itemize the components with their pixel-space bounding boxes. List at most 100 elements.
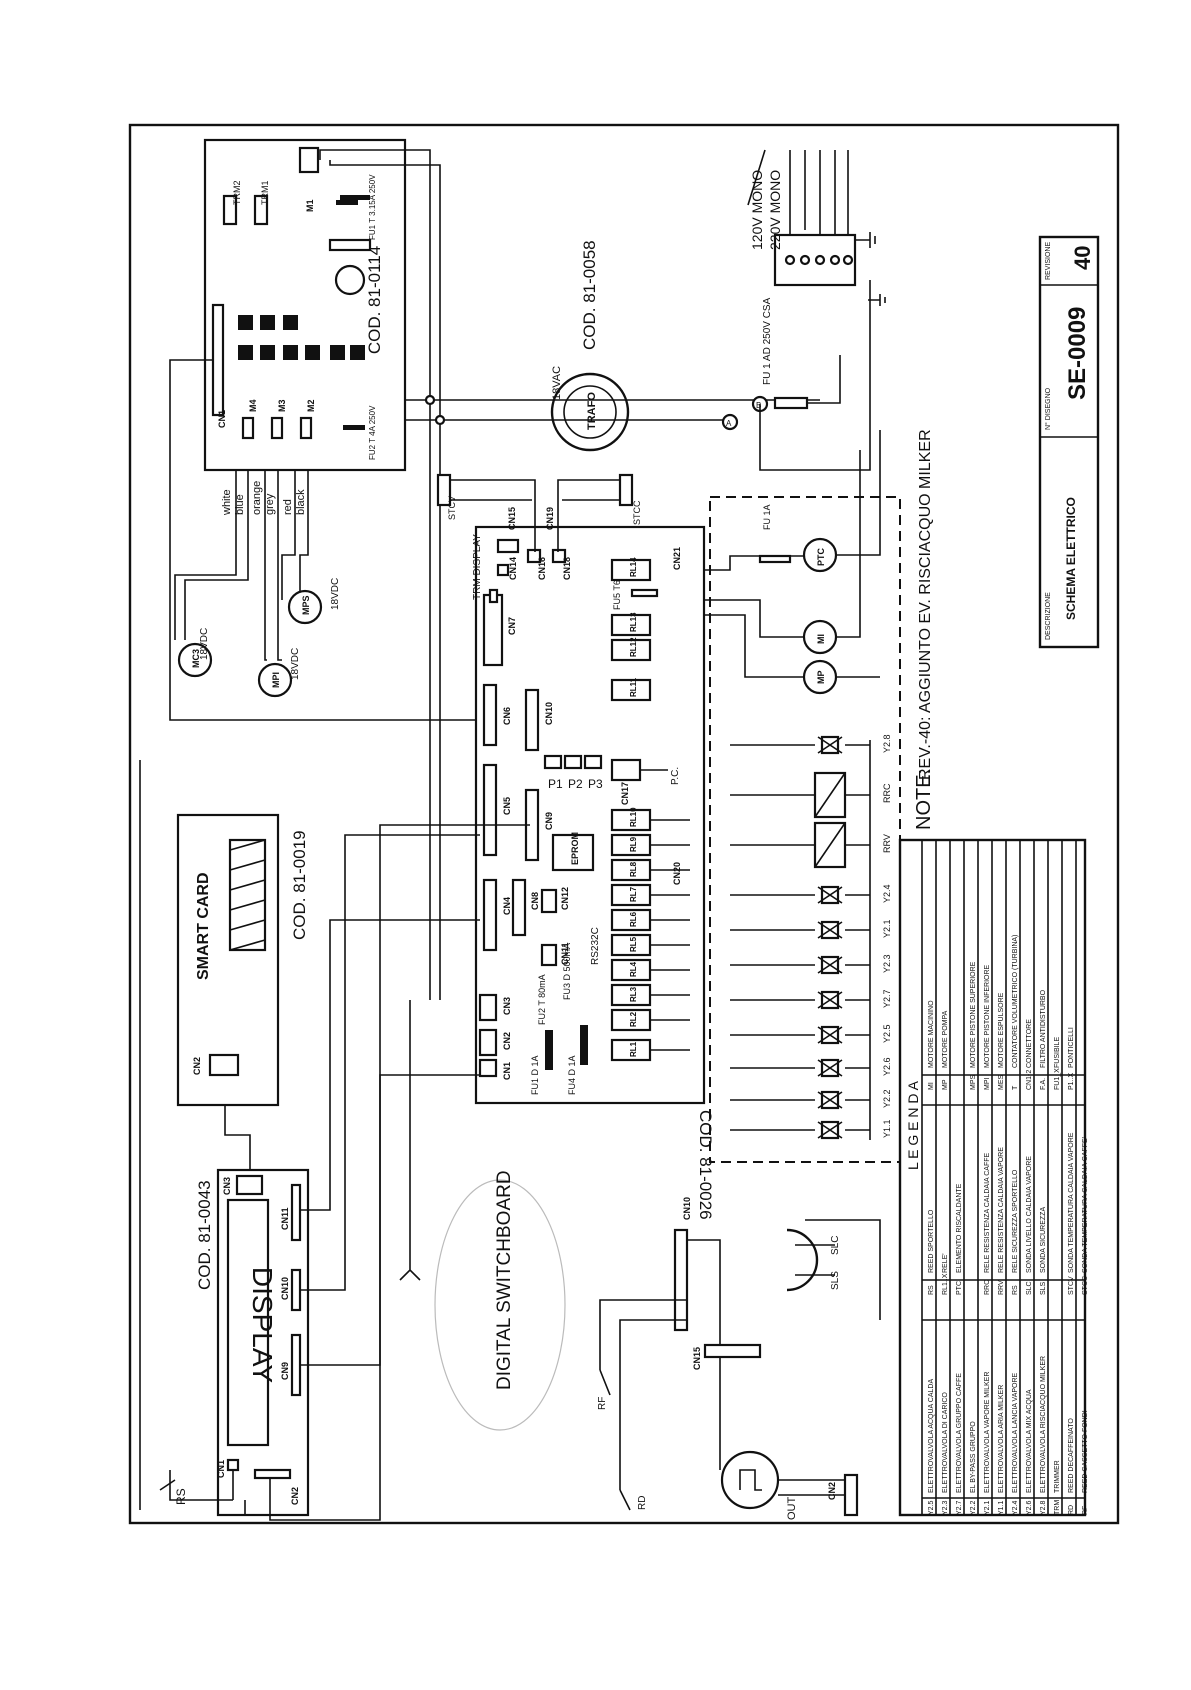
legend-code: PTC bbox=[956, 1281, 963, 1295]
legend-description: RELE' bbox=[942, 1253, 949, 1273]
legend-code: Y1.1 bbox=[998, 1500, 1005, 1515]
wire-blue-label: blue bbox=[234, 494, 246, 515]
legend-code: MI bbox=[928, 1082, 935, 1090]
legend-description: RELE RESISTENZA CALDAIA VAPORE bbox=[998, 1147, 1005, 1273]
motor-mpi-label: MPI bbox=[271, 672, 281, 688]
cpu-cn18-label: CN18 bbox=[562, 557, 572, 580]
relay-label: RL2 bbox=[629, 1011, 638, 1027]
display-cn1: CN1 bbox=[216, 1460, 226, 1478]
legend-description: MOTORE ESPULSORE bbox=[998, 992, 1005, 1068]
fuse-fu5: FU5 T63A bbox=[612, 569, 622, 610]
cpu-cn21-label: CN21 bbox=[672, 547, 682, 570]
rd-label: RD bbox=[637, 1496, 648, 1510]
sheet-frame bbox=[128, 123, 1120, 1525]
cpu-cn2-label: CN2 bbox=[502, 1032, 512, 1050]
cpu-cn6-label: CN6 bbox=[502, 707, 512, 725]
fuse-fu3: FU3 D 500mA bbox=[562, 943, 572, 1000]
legend-description: RELE RESISTENZA CALDAIA CAFFE bbox=[984, 1152, 991, 1273]
stcc-label: STCC bbox=[632, 500, 642, 525]
legend-description: ELETTROVALVOLA DI CARICO bbox=[942, 1392, 949, 1493]
valve-label: Y2.5 bbox=[882, 1024, 892, 1043]
cpu-board: COD. 81-0026 CN1 CN2 CN3 CN4 CN5 CN6 CN7… bbox=[472, 507, 715, 1220]
legend-code: STCV bbox=[1068, 1276, 1075, 1295]
relay-stack: RL1RL2RL3RL4RL5RL6RL7RL8RL9RL10RL11RL12R… bbox=[610, 557, 690, 1062]
legend-code: MES bbox=[998, 1075, 1005, 1091]
power-m3-label: M3 bbox=[277, 399, 287, 412]
digital-switchboard bbox=[434, 1179, 566, 1431]
trm1-label: TRM1 bbox=[260, 181, 270, 206]
smart-card-label: SMART CARD bbox=[195, 872, 212, 980]
valve-label: Y2.4 bbox=[882, 884, 892, 903]
pc-label: P.C. bbox=[670, 767, 681, 785]
sls-label: SLS bbox=[830, 1271, 841, 1290]
legend-description: EL BY-PASS GRUPPO bbox=[970, 1421, 977, 1493]
legend-description: SONDA TEMPERATURA CALDAIA VAPORE bbox=[1068, 1132, 1075, 1273]
relay-label: RL6 bbox=[629, 911, 638, 927]
legend-code: Y2.5 bbox=[928, 1500, 935, 1515]
cpu-cn10-label: CN10 bbox=[544, 702, 554, 725]
legend-description: REED CASSETTO FONDI bbox=[1082, 1410, 1089, 1493]
relay-label: RL13 bbox=[629, 612, 638, 632]
note-label: NOTE: bbox=[913, 769, 935, 830]
stcv-label: STCV bbox=[447, 496, 457, 520]
legend-code: SLS bbox=[1040, 1281, 1047, 1295]
relay-label: RL14 bbox=[629, 557, 638, 577]
legend-title: L E G E N D A bbox=[905, 1080, 921, 1170]
display-cn3: CN3 bbox=[222, 1177, 232, 1195]
cpu-cn17-label: CN17 bbox=[620, 782, 630, 805]
power-fu1-label: FU1 T 3.15A 250V bbox=[368, 174, 377, 240]
legend-description: TRIMMER bbox=[1054, 1460, 1061, 1493]
smart-card-board: SMART CARD COD. 81-0019 CN2 bbox=[176, 813, 309, 1107]
cpu-cn1-label: CN1 bbox=[502, 1062, 512, 1080]
description-label: DESCRIZIONE bbox=[1045, 592, 1052, 640]
heating-area-dashed bbox=[709, 496, 901, 1163]
revision-note: REV.-40: AGGIUNTO EV. RISCIACQUO MILKER bbox=[917, 429, 934, 780]
relay-label: RL9 bbox=[629, 836, 638, 852]
cpu-cn11-label: CN11 bbox=[560, 942, 570, 965]
legend-description: PONTICELLI bbox=[1068, 1027, 1075, 1068]
transformer-label: TRAFO bbox=[586, 392, 598, 430]
legend-description: ELETTROVALVOLA MIX ACQUA bbox=[1026, 1389, 1033, 1493]
trm-display-label: TRM DISPLAY bbox=[472, 534, 483, 600]
relay-label: RL12 bbox=[629, 637, 638, 657]
legend-code: MP bbox=[942, 1079, 949, 1090]
power-board: COD. 81-0114 CN1 M4 M3 M2 M1 FU1 T 3.15A… bbox=[203, 138, 407, 472]
power-m1-label: M1 bbox=[305, 199, 315, 212]
fuse-fu2: FU2 T 80mA bbox=[537, 974, 547, 1025]
cpu-cn8-label: CN8 bbox=[530, 892, 540, 910]
relay-rl13 bbox=[610, 613, 652, 637]
valve-label: Y2.7 bbox=[882, 989, 892, 1008]
legend-code: RL1..X bbox=[942, 1273, 949, 1295]
display-board-code: COD. 81-0043 bbox=[195, 1180, 214, 1290]
legend-code: Y2.6 bbox=[1026, 1500, 1033, 1515]
relay-label: RL4 bbox=[629, 961, 638, 977]
trm2-label: TRM2 bbox=[232, 181, 242, 206]
legend-code: SLC bbox=[1026, 1281, 1033, 1295]
motor-mc3-voltage: 18VDC bbox=[199, 628, 210, 660]
motor-mps-voltage: 18VDC bbox=[330, 578, 341, 610]
legend-description: MOTORE PISTONE INFERIORE bbox=[984, 964, 991, 1068]
fuse-ptc: FU 1A bbox=[762, 504, 772, 530]
svg-text:A: A bbox=[726, 419, 732, 428]
legend-description: RELE SICUREZZA SPORTELLO bbox=[1012, 1169, 1019, 1273]
legend-description: ELETTROVALVOLA RISCIACQUO MILKER bbox=[1040, 1356, 1047, 1493]
cpu-cn19-label: CN19 bbox=[545, 507, 555, 530]
relay-label: RL7 bbox=[629, 886, 638, 902]
flow-meter bbox=[720, 1450, 780, 1510]
transformer-voltage: 18VAC bbox=[551, 366, 563, 400]
mains-120-label: 120V MONO bbox=[749, 170, 765, 250]
legend-description: MOTORE MACININO bbox=[928, 1000, 935, 1068]
relay-rl14 bbox=[610, 558, 652, 582]
legend-code: RRC bbox=[984, 1280, 991, 1295]
valve-label: Y2.8 bbox=[882, 734, 892, 753]
transformer-code: COD. 81-0058 bbox=[580, 240, 599, 350]
display-cn11: CN11 bbox=[280, 1207, 290, 1230]
digital-switchboard-label: DIGITAL SWITCHBOARD bbox=[494, 1170, 515, 1390]
wire-red-label: red bbox=[282, 499, 294, 515]
legend-description: ELETTROVALVOLA GRUPPO CAFFE bbox=[956, 1373, 963, 1493]
display-board: DISPLAY COD. 81-0043 CN3 CN11 CN10 CN9 C… bbox=[195, 1168, 310, 1517]
legend-description: CONTATORE VOLUMETRICO (TURBINA) bbox=[1012, 935, 1019, 1068]
jumper-p2: P2 bbox=[568, 777, 583, 791]
legend-code: STCC bbox=[1082, 1276, 1089, 1295]
motor-mps: MPS 18VDC bbox=[287, 578, 341, 625]
